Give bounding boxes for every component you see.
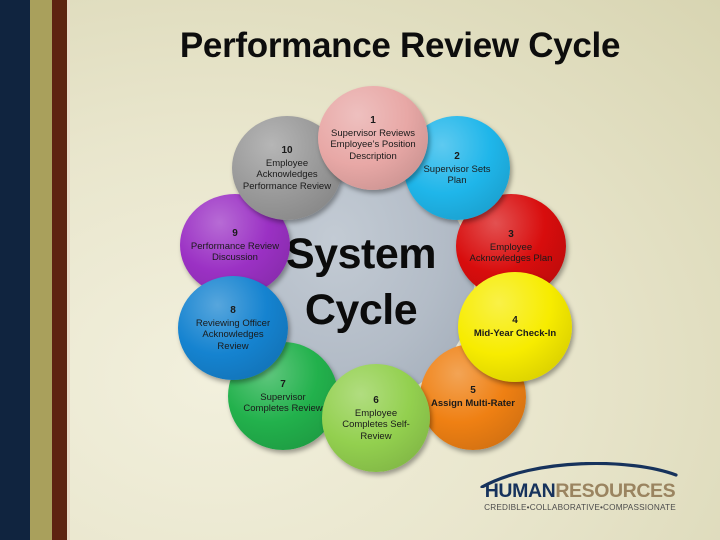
- sidebar-bar-olive: [30, 0, 52, 540]
- hub-line-1: System: [286, 230, 436, 278]
- cycle-node-4-number: 4: [512, 315, 518, 327]
- cycle-node-8[interactable]: 8 Reviewing Officer Acknowledges Review: [178, 276, 288, 380]
- sidebar-bar-edge: [67, 0, 70, 540]
- cycle-node-6[interactable]: 6 Employee Completes Self-Review: [322, 364, 430, 472]
- cycle-node-8-number: 8: [230, 304, 236, 316]
- cycle-node-10[interactable]: 10 Employee Acknowledges Performance Rev…: [232, 116, 342, 220]
- cycle-node-3-number: 3: [508, 228, 514, 240]
- hr-logo: HUMANRESOURCES CREDIBLE•COLLABORATIVE•CO…: [480, 462, 680, 518]
- cycle-node-1[interactable]: 1 Supervisor Reviews Employee’s Position…: [318, 86, 428, 190]
- cycle-node-2-label: Supervisor Sets Plan: [423, 163, 491, 187]
- sidebar-bar-brown: [52, 0, 67, 540]
- hub-line-2: Cycle: [304, 286, 418, 334]
- logo-word-human: HUMAN: [484, 480, 556, 502]
- cycle-node-1-number: 1: [370, 114, 376, 126]
- logo-arc-icon: [480, 462, 678, 488]
- logo-tagline: CREDIBLE•COLLABORATIVE•COMPASSIONATE: [484, 503, 676, 512]
- cycle-node-5-number: 5: [470, 385, 476, 397]
- cycle-node-6-label: Employee Completes Self-Review: [342, 407, 410, 442]
- cycle-node-1-label: Supervisor Reviews Employee’s Position D…: [330, 127, 416, 162]
- page-title: Performance Review Cycle: [179, 26, 621, 65]
- cycle-node-4[interactable]: 4 Mid-Year Check-In: [458, 272, 572, 382]
- cycle-node-6-number: 6: [373, 394, 379, 406]
- cycle-node-5-label: Assign Multi-Rater: [431, 398, 515, 410]
- cycle-node-7-number: 7: [280, 378, 286, 390]
- cycle-node-2-number: 2: [454, 150, 460, 162]
- sidebar-bar-navy: [0, 0, 30, 540]
- cycle-node-10-label: Employee Acknowledges Performance Review: [242, 157, 332, 192]
- logo-word-resources: RESOURCES: [555, 480, 676, 502]
- cycle-node-3-label: Employee Acknowledges Plan: [469, 241, 553, 265]
- cycle-node-9-number: 9: [232, 227, 238, 239]
- logo-wordmark: HUMANRESOURCES: [480, 480, 680, 503]
- cycle-node-9-label: Performance Review Discussion: [190, 240, 280, 264]
- cycle-node-7-label: Supervisor Completes Review: [243, 391, 323, 415]
- cycle-node-8-label: Reviewing Officer Acknowledges Review: [195, 317, 271, 352]
- cycle-node-10-number: 10: [281, 144, 293, 156]
- cycle-node-4-label: Mid-Year Check-In: [473, 328, 557, 340]
